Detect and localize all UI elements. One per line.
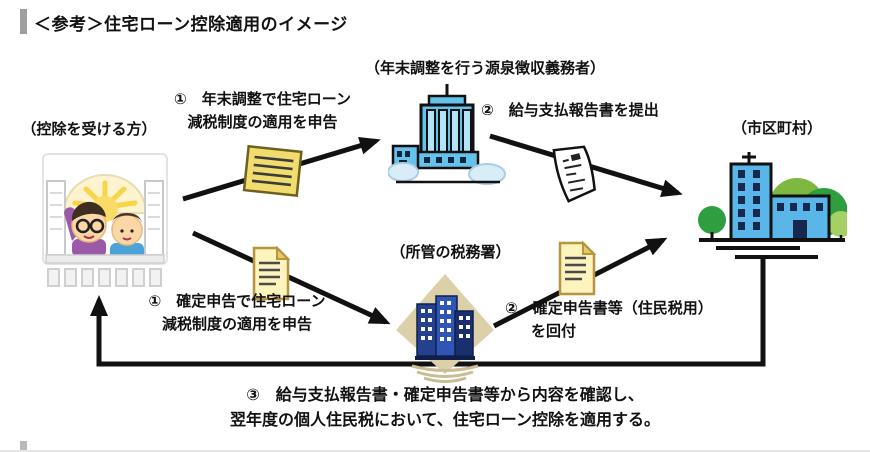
flow-label-send-return-copy: ② 確定申告書等（住民税用） を回付 bbox=[505, 299, 713, 340]
tax-office-icon bbox=[396, 274, 494, 383]
arrow-final-return-declare bbox=[191, 230, 391, 325]
office-building-icon bbox=[388, 84, 506, 185]
employer-label: （年末調整を行う源泉徴収義務者） bbox=[364, 59, 605, 77]
taxpayer-label: （控除を受ける方） bbox=[21, 120, 157, 138]
fence bbox=[47, 268, 162, 287]
flow-label-final-return-declare: ① 確定申告で住宅ローン 減税制度の適用を申告 bbox=[148, 292, 326, 333]
flow-label-apply-deduction: ③ 給与支払報告書・確定申告書等から内容を確認し、 翌年度の個人住民税において、… bbox=[230, 385, 660, 429]
municipality-label: （市区町村） bbox=[731, 119, 822, 137]
yellow-document-icon bbox=[252, 246, 291, 301]
city-hall-trees-icon bbox=[698, 152, 847, 242]
arrow-apply-deduction-return bbox=[90, 259, 766, 367]
title-accent-bar bbox=[20, 9, 27, 34]
flow-label-submit-payroll-report: ② 給与支払報告書を提出 bbox=[481, 101, 659, 119]
payroll-paper-icon bbox=[552, 145, 596, 203]
section-accent-bar-fragment bbox=[20, 441, 27, 450]
yellow-note-icon bbox=[242, 144, 303, 197]
page-title: ＜参考＞住宅ローン控除適用のイメージ bbox=[34, 15, 348, 35]
yellow-document-icon bbox=[558, 241, 597, 296]
tax-office-label: （所管の税務署） bbox=[390, 243, 511, 261]
flow-label-yearend-declare: ① 年末調整で住宅ローン 減税制度の適用を申告 bbox=[174, 90, 351, 131]
family-window-icon bbox=[42, 153, 168, 287]
